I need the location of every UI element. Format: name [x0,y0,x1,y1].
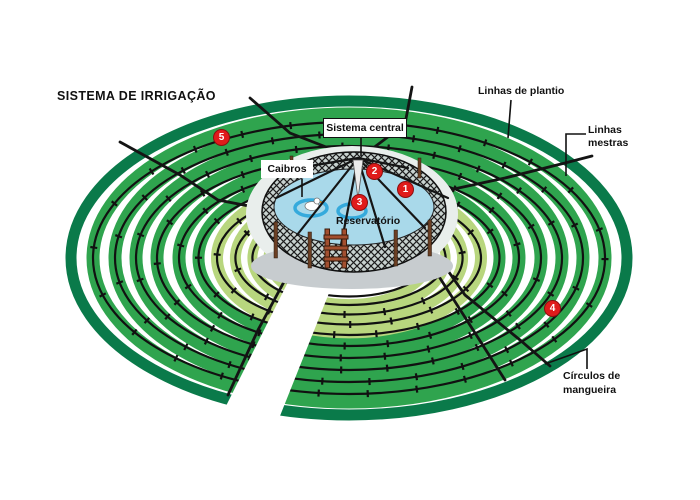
badge-4: 4 [544,300,561,317]
hose-circles [89,118,609,398]
label-linhas-de-plantio: Linhas de plantio [478,85,565,97]
ladder [323,228,349,269]
wedge-cutout [206,258,343,446]
badge-3: 3 [351,194,368,211]
badge-2: 2 [366,163,383,180]
label-circulos-line1: Círculos de [563,370,621,382]
label-linhas-mestras-line1: Linhas [588,124,622,136]
label-linhas-mestras: Linhas mestras [588,124,628,150]
badge-5: 5 [213,129,230,146]
badge-1: 1 [397,181,414,198]
label-circulos-de-mangueira: Círculos de mangueira [563,369,620,397]
leader-lines [301,99,588,369]
callout-sistema-central: Sistema central [323,118,407,138]
callout-caibros: Caibros [261,160,313,178]
label-reservatorio: Reservatório [336,215,401,227]
diagram-title: SISTEMA DE IRRIGAÇÃO [57,89,216,103]
label-circulos-line2: mangueira [563,384,617,396]
duck-icon [304,197,324,211]
central-mast [352,159,364,200]
label-linhas-mestras-line2: mestras [588,137,629,149]
